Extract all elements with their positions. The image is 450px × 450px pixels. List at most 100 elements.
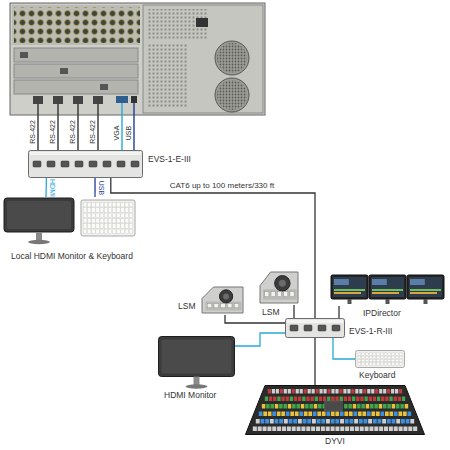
lsm-controller-part bbox=[234, 304, 239, 308]
dyvi-panel-part bbox=[304, 412, 308, 417]
dyvi-panel-part bbox=[327, 389, 330, 394]
monitor-keyboard-part bbox=[100, 229, 103, 234]
dyvi-panel: DYVI bbox=[245, 385, 425, 435]
device-label: Keyboard bbox=[359, 370, 395, 380]
keyboard-part bbox=[373, 353, 376, 355]
dyvi-panel-part bbox=[286, 397, 289, 402]
dyvi-panel-part bbox=[340, 419, 344, 424]
dyvi-panel-part bbox=[287, 427, 291, 432]
keyboard-part bbox=[392, 356, 395, 358]
dyvi-panel-part bbox=[307, 419, 311, 424]
keyboard-part bbox=[399, 356, 402, 358]
dyvi-panel-part bbox=[373, 397, 376, 402]
dyvi-panel-part bbox=[275, 404, 279, 409]
server-illustration bbox=[0, 0, 270, 152]
lsm-controller-part bbox=[275, 276, 290, 291]
lsm-controller-part bbox=[207, 304, 212, 308]
dyvi-panel-part bbox=[376, 412, 380, 417]
dyvi-panel-part bbox=[394, 427, 398, 432]
dyvi-panel-part bbox=[314, 404, 318, 409]
vent-area bbox=[147, 9, 207, 39]
monitor-keyboard-part bbox=[129, 224, 132, 229]
hdmi-monitor-part bbox=[186, 384, 208, 388]
ipdirector-screens-part bbox=[334, 289, 365, 291]
dyvi-panel-part bbox=[296, 389, 299, 394]
dyvi-panel-part bbox=[403, 427, 407, 432]
dyvi-panel-part bbox=[360, 427, 364, 432]
port bbox=[100, 84, 108, 90]
hdmi-monitor-art bbox=[158, 336, 235, 388]
dyvi-panel-part bbox=[391, 389, 394, 394]
monitor-keyboard-part bbox=[4, 198, 74, 232]
ipdirector-screens-part bbox=[369, 275, 406, 299]
dyvi-panel-part bbox=[335, 427, 339, 432]
hdmi-monitor-part bbox=[162, 340, 232, 374]
power-socket bbox=[196, 18, 208, 27]
cable-label: RS-422 bbox=[89, 120, 97, 144]
dyvi-panel-part bbox=[387, 389, 390, 394]
port bbox=[20, 52, 28, 58]
dyvi-panel-part bbox=[363, 389, 366, 394]
dyvi-panel-part bbox=[313, 412, 317, 417]
monitor-keyboard-part bbox=[88, 208, 91, 213]
hdmi-monitor-part bbox=[159, 337, 235, 377]
extender-box-part bbox=[290, 325, 298, 331]
dyvi-panel-part bbox=[356, 397, 359, 402]
dyvi-panel-part bbox=[286, 412, 290, 417]
port bbox=[93, 96, 103, 104]
extender-box: EVS-1-E-III bbox=[28, 150, 143, 178]
dyvi-panel-part bbox=[308, 389, 311, 394]
dyvi-panel-part bbox=[410, 419, 414, 424]
dyvi-panel-part bbox=[284, 389, 287, 394]
cable-label: USB bbox=[125, 126, 133, 140]
monitor-keyboard-part bbox=[96, 229, 99, 234]
keyboard-part bbox=[384, 363, 387, 365]
dyvi-panel-part bbox=[277, 397, 280, 402]
dyvi-panel-part bbox=[273, 397, 276, 402]
monitor-keyboard-part bbox=[92, 229, 95, 234]
monitor-keyboard-part bbox=[92, 202, 95, 207]
dyvi-panel-part bbox=[258, 427, 262, 432]
lsm-controller-part bbox=[271, 292, 275, 297]
dyvi-panel-part bbox=[407, 412, 411, 417]
dyvi-panel-part bbox=[402, 397, 405, 402]
lsm-controller-part bbox=[260, 272, 298, 303]
lsm-controller-part bbox=[277, 292, 281, 297]
monitor-keyboard-part bbox=[129, 229, 132, 234]
cable-connector bbox=[45, 178, 47, 197]
dyvi-panel-part bbox=[396, 404, 400, 409]
keyboard-part bbox=[377, 356, 380, 358]
dyvi-panel-part bbox=[321, 419, 325, 424]
dyvi-panel-part bbox=[344, 397, 347, 402]
dyvi-panel-part bbox=[375, 389, 378, 394]
keyboard-part bbox=[373, 359, 376, 361]
monitor-keyboard-part bbox=[117, 208, 120, 213]
dyvi-panel-part bbox=[358, 412, 362, 417]
keyboard-art bbox=[355, 350, 405, 368]
keyboard-part bbox=[377, 363, 380, 365]
dyvi-panel-part bbox=[306, 397, 309, 402]
dyvi-panel-part bbox=[312, 419, 316, 424]
monitor-keyboard-part bbox=[121, 208, 124, 213]
dyvi-panel-part bbox=[394, 412, 398, 417]
dyvi-panel-part bbox=[309, 404, 313, 409]
fan-grill bbox=[217, 43, 247, 73]
monitor-keyboard-part bbox=[108, 208, 111, 213]
keyboard-part bbox=[365, 363, 368, 365]
dyvi-panel-part bbox=[331, 397, 334, 402]
dyvi-panel-part bbox=[379, 404, 383, 409]
dyvi-panel-part bbox=[387, 419, 391, 424]
card-slot bbox=[14, 80, 138, 94]
ipdirector-screens-part bbox=[372, 292, 399, 294]
dyvi-panel-part bbox=[272, 389, 275, 394]
dyvi-panel-part bbox=[367, 412, 371, 417]
dyvi-panel-part bbox=[262, 404, 266, 409]
keyboard-part bbox=[365, 356, 368, 358]
extender-box-part bbox=[286, 319, 345, 338]
dyvi-panel-part bbox=[369, 397, 372, 402]
dyvi-panel-part bbox=[363, 419, 367, 424]
dyvi-panel-part bbox=[265, 397, 268, 402]
dyvi-panel-part bbox=[289, 419, 293, 424]
dyvi-panel-part bbox=[351, 389, 354, 394]
extender-box-part bbox=[61, 161, 69, 167]
